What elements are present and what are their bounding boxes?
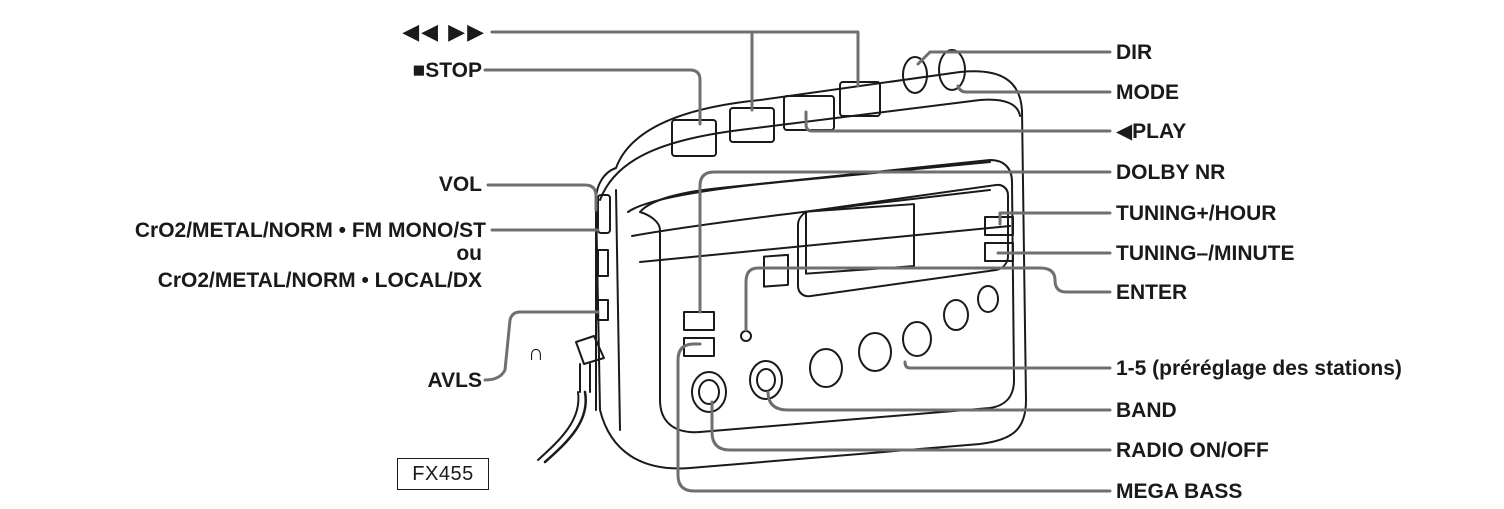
preset-4: [943, 299, 969, 331]
leader-avls: [483, 310, 600, 382]
radio-button: [691, 371, 727, 413]
headphone-cable: [543, 390, 588, 464]
leader-vol: [486, 183, 598, 212]
band-label: BAND: [1116, 399, 1177, 422]
tuning-minus-label: TUNING–/MINUTE: [1116, 242, 1295, 265]
leader-dir: [916, 50, 1112, 66]
rew-key: [729, 107, 775, 143]
mode-knob: [938, 49, 966, 91]
leader-mega-bass: [676, 342, 1112, 493]
leader-play: [804, 110, 1112, 133]
leader-band: [766, 390, 1112, 412]
dir-knob: [902, 56, 928, 94]
enter-label: ENTER: [1116, 281, 1188, 304]
play-key: [783, 95, 835, 131]
avls-switch: [597, 299, 609, 321]
preset-1: [809, 348, 843, 388]
side-switch: [597, 249, 609, 277]
leader-presets: [903, 360, 1112, 370]
radio-label: RADIO ON/OFF: [1116, 439, 1269, 462]
model-badge: FX455: [397, 458, 489, 490]
mega-bass-label: MEGA BASS: [1116, 480, 1243, 503]
stop-key: [671, 119, 717, 157]
display-window: [805, 203, 915, 275]
headphone-icon: ∩: [528, 340, 544, 365]
leader-radio: [710, 400, 1112, 452]
tape-switch-label-1: CrO2/METAL/NORM • FM MONO/ST: [134, 219, 486, 242]
preset-3: [902, 321, 932, 357]
rew-ff-label: ◀◀ ▶▶: [402, 19, 486, 44]
tuning-plus-label: TUNING+/HOUR: [1116, 202, 1277, 225]
preset-panel: [797, 183, 1009, 298]
stop-label: ■STOP: [412, 59, 482, 82]
avls-label: AVLS: [427, 369, 482, 392]
leader-dolby: [698, 170, 1112, 314]
preset-5: [977, 285, 999, 313]
dir-label: DIR: [1116, 41, 1153, 64]
leader-enter: [744, 266, 1112, 332]
play-label: ◀PLAY: [1116, 120, 1187, 143]
band-button: [749, 360, 783, 400]
headphone-plug: [575, 335, 605, 365]
front-panel: [639, 159, 1015, 434]
dolby-switch: [683, 311, 715, 331]
vol-label: VOL: [438, 173, 482, 196]
presets-label: 1-5 (préréglage des stations): [1116, 357, 1402, 380]
leader-mode: [956, 84, 1112, 94]
mega-bass-switch: [683, 337, 715, 357]
preset-2: [858, 332, 892, 372]
enter-button: [740, 330, 752, 342]
dolby-label: DOLBY NR: [1116, 161, 1226, 184]
vol-wheel: [597, 194, 611, 234]
leader-stop: [483, 68, 702, 126]
ff-key: [839, 81, 881, 117]
tape-switch-label-2: CrO2/METAL/NORM • LOCAL/DX: [157, 269, 482, 292]
leader-rew-ff: [490, 30, 860, 112]
mode-label: MODE: [1116, 81, 1179, 104]
leader-tuning-plus: [998, 211, 1112, 226]
ou-label: ou: [456, 242, 482, 265]
